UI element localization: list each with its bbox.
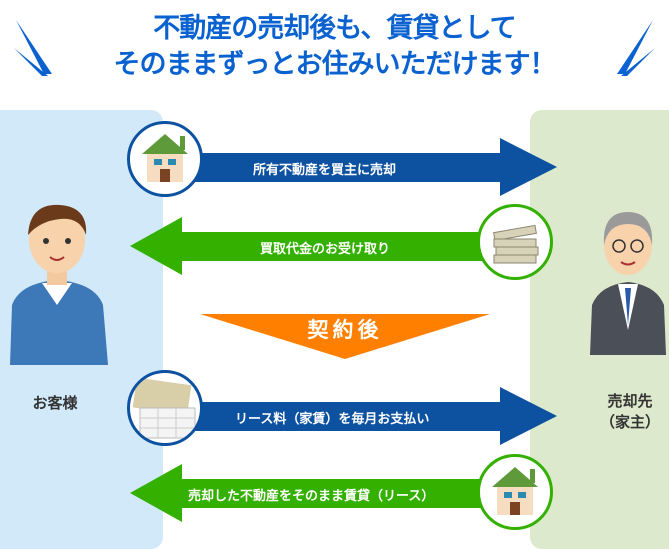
seller-label-line-2: （家主） bbox=[599, 413, 660, 431]
title-burst-right-icon bbox=[617, 20, 655, 76]
seller-person-icon bbox=[590, 212, 666, 355]
arrow-receive-payment: 買取代金のお受け取り bbox=[130, 217, 490, 277]
arrow-label: 売却した不動産をそのまま賃貸（リース） bbox=[188, 489, 435, 504]
seller-label-line-1: 売却先 bbox=[607, 392, 653, 410]
customer-label: お客様 bbox=[32, 394, 78, 412]
seller-label: 売却先 （家主） bbox=[575, 390, 669, 432]
house-icon bbox=[477, 454, 553, 530]
arrow-label: リース料（家賃）を毎月お支払い bbox=[235, 412, 430, 427]
after-contract-divider: 契約後 bbox=[200, 314, 490, 359]
customer-person-icon bbox=[10, 204, 108, 365]
rent-payment-icon bbox=[127, 370, 203, 446]
house-icon bbox=[127, 121, 203, 197]
title-line-1: 不動産の売却後も、賃貸として bbox=[153, 13, 516, 44]
title-burst-left-icon bbox=[14, 20, 52, 76]
arrow-pay-lease: リース料（家賃）を毎月お支払い bbox=[195, 387, 560, 447]
arrow-label: 買取代金のお受け取り bbox=[260, 242, 391, 257]
after-contract-label: 契約後 bbox=[307, 318, 383, 342]
arrow-sell-property: 所有不動産を買主に売却 bbox=[195, 138, 560, 198]
arrow-lease-property: 売却した不動産をそのまま賃貸（リース） bbox=[130, 464, 490, 524]
money-stack-icon bbox=[477, 204, 553, 280]
arrow-label: 所有不動産を買主に売却 bbox=[253, 163, 397, 178]
title-line-2: そのままずっとお住みいただけます！ bbox=[113, 49, 557, 80]
